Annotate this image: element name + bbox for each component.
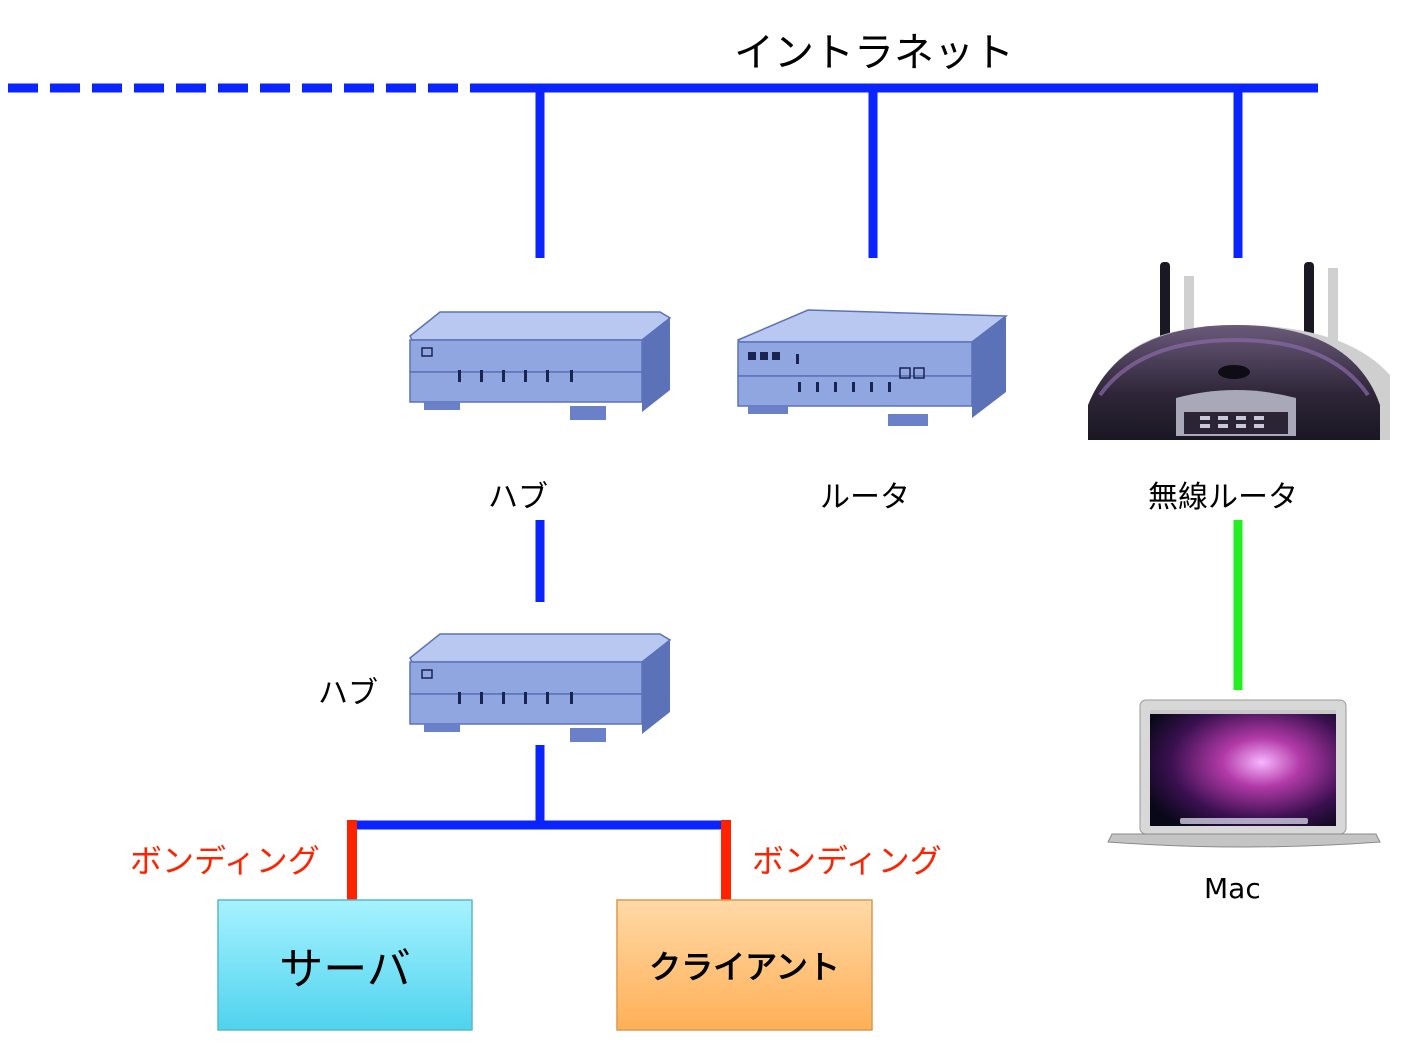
laptop-icon bbox=[1107, 699, 1381, 848]
hub-icon-2 bbox=[409, 633, 672, 742]
lower-lan bbox=[352, 745, 726, 830]
router-icon bbox=[736, 309, 1009, 426]
diagram-title: イントラネット bbox=[734, 30, 1014, 76]
client-label: クライアント bbox=[649, 948, 840, 986]
server-label: サーバ bbox=[279, 944, 411, 995]
wireless-router-icon bbox=[1088, 262, 1390, 440]
client-node bbox=[616, 899, 873, 1031]
hub-bottom-label: ハブ bbox=[318, 676, 378, 711]
router-label: ルータ bbox=[820, 480, 910, 515]
mac-label: Mac bbox=[1204, 872, 1261, 905]
hub-top-label: ハブ bbox=[488, 480, 548, 515]
bonding-server-label: ボンディング bbox=[130, 842, 320, 880]
server-node bbox=[217, 899, 473, 1031]
hub-icon bbox=[409, 311, 672, 420]
bonding-client-label: ボンディング bbox=[752, 842, 942, 880]
wireless-router-label: 無線ルータ bbox=[1148, 480, 1298, 515]
